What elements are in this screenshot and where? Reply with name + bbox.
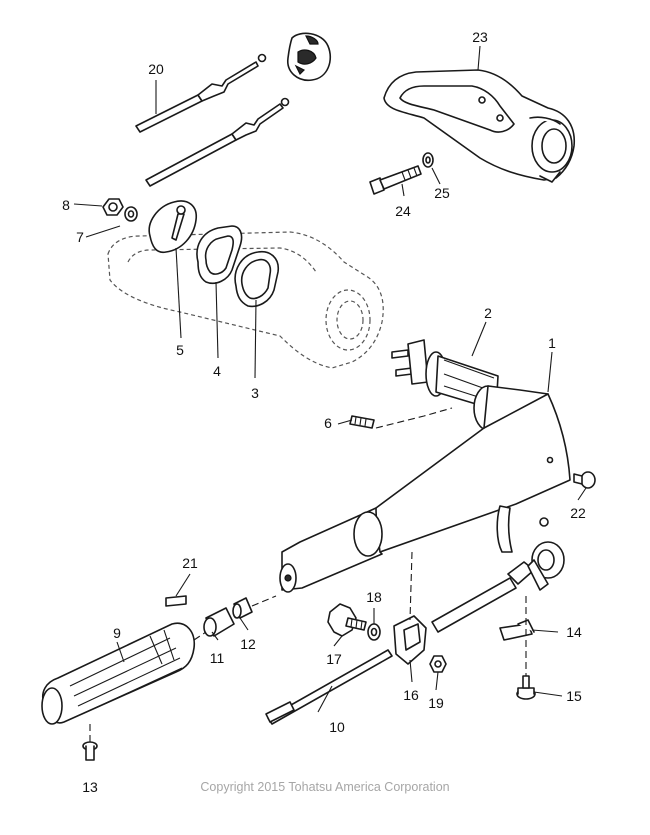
callout-11: 11 bbox=[210, 650, 225, 666]
callout-19: 19 bbox=[428, 695, 444, 711]
callout-3: 3 bbox=[251, 385, 259, 401]
callout-21: 21 bbox=[182, 555, 198, 571]
callout-2: 2 bbox=[484, 305, 492, 321]
part-20-cables bbox=[135, 53, 290, 187]
part-24-bolt bbox=[369, 165, 422, 195]
callout-1: 1 bbox=[548, 335, 556, 351]
callout-16: 16 bbox=[403, 687, 419, 703]
callout-7: 7 bbox=[76, 229, 84, 245]
part-3-gasket bbox=[234, 250, 280, 308]
part-23-bracket bbox=[383, 69, 575, 183]
part-7-washer bbox=[124, 206, 138, 222]
callout-14: 14 bbox=[566, 624, 582, 640]
callout-15: 15 bbox=[566, 688, 582, 704]
part-2-spindle bbox=[391, 339, 499, 411]
callout-13: 13 bbox=[82, 779, 98, 795]
part-19-nut bbox=[429, 655, 447, 673]
callout-10: 10 bbox=[329, 719, 345, 735]
part-10-rod bbox=[265, 649, 393, 725]
callout-6: 6 bbox=[324, 415, 332, 431]
callout-25: 25 bbox=[434, 185, 450, 201]
part-18-washer bbox=[367, 623, 381, 641]
part-5-plate bbox=[148, 200, 198, 254]
part-15-screw bbox=[516, 675, 536, 700]
callout-18: 18 bbox=[366, 589, 382, 605]
part-21-decal bbox=[165, 595, 187, 607]
callout-17: 17 bbox=[326, 651, 342, 667]
throttle-shaft bbox=[431, 505, 565, 633]
callout-4: 4 bbox=[213, 363, 221, 379]
grommet-part bbox=[287, 32, 332, 82]
part-12-cap bbox=[232, 597, 253, 619]
part-13-screw bbox=[82, 741, 98, 761]
part-22-knob bbox=[573, 471, 596, 489]
part-14-plate bbox=[499, 619, 535, 641]
callout-8: 8 bbox=[62, 197, 70, 213]
leader-lines bbox=[73, 45, 587, 713]
part-4-gasket bbox=[196, 225, 243, 285]
callout-9: 9 bbox=[113, 625, 121, 641]
part-6-stud bbox=[349, 415, 375, 429]
part-8-nut bbox=[102, 198, 124, 216]
assembly-lines bbox=[89, 407, 527, 742]
callout-23: 23 bbox=[472, 29, 488, 45]
part-16-block bbox=[393, 615, 427, 665]
callout-labels: 1 2 3 4 5 6 7 8 9 10 11 12 13 14 15 16 1… bbox=[62, 29, 586, 795]
callout-5: 5 bbox=[176, 342, 184, 358]
callout-12: 12 bbox=[240, 636, 256, 652]
part-17-star-knob bbox=[327, 603, 367, 637]
part-11-sleeve bbox=[203, 607, 235, 637]
part-1-tiller-body bbox=[279, 385, 571, 593]
callout-22: 22 bbox=[570, 505, 586, 521]
copyright-notice: Copyright 2015 Tohatsu America Corporati… bbox=[200, 780, 450, 794]
callout-24: 24 bbox=[395, 203, 411, 219]
part-9-grip bbox=[41, 622, 196, 725]
callout-20: 20 bbox=[148, 61, 164, 77]
part-25-washer bbox=[422, 152, 434, 168]
